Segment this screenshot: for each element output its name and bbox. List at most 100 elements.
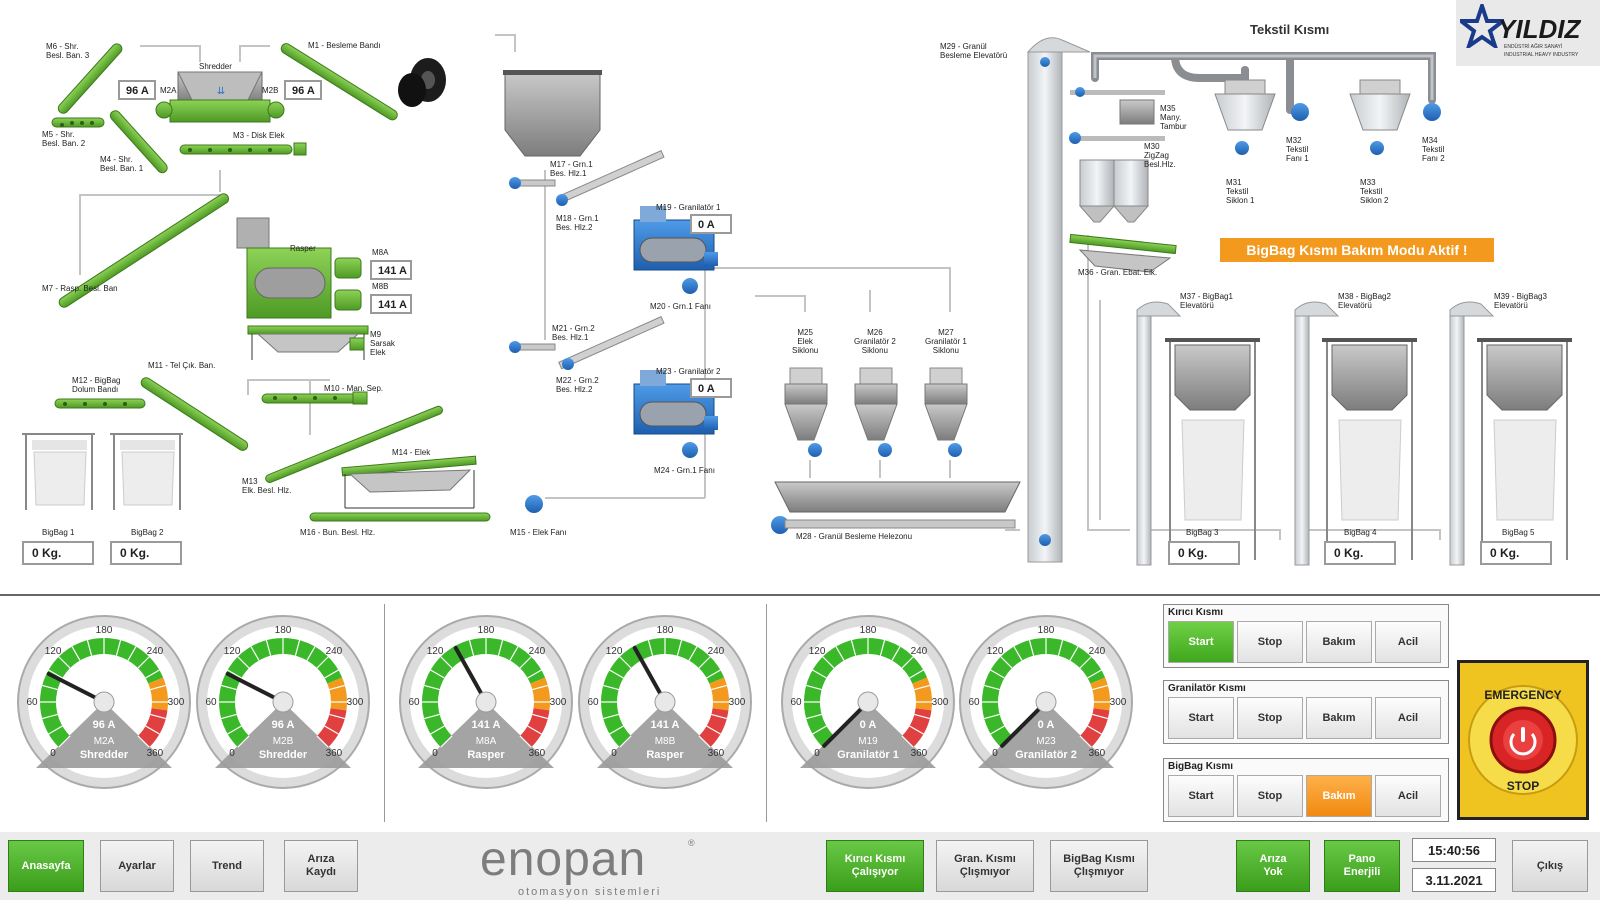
gauge-motor-id: M8A [476, 736, 497, 747]
gauge-tick-label: 60 [26, 697, 38, 708]
label-m12: M12 - BigBag Dolum Bandı [72, 376, 121, 394]
gauge-motor-id: M2B [273, 736, 294, 747]
home-button[interactable]: Anasayfa [8, 840, 84, 892]
gauge-tick-label: 180 [860, 625, 877, 636]
emergency-stop-button[interactable]: EMERGENCY STOP [1457, 660, 1589, 820]
gauge-tick-label: 0 [611, 748, 617, 759]
label-m4: M4 - Shr. Besl. Ban. 1 [100, 155, 144, 173]
gauge-tick-label: 180 [96, 625, 113, 636]
label-m22: M22 - Grn.2 Bes. Hlz.2 [556, 376, 599, 394]
bigbag5-name: BigBag 5 [1502, 528, 1535, 537]
gauge-tick-label: 120 [987, 646, 1004, 657]
granilator-stop-button[interactable]: Stop [1237, 697, 1303, 739]
svg-text:⇊: ⇊ [217, 86, 225, 97]
clock-date: 3.11.2021 [1412, 868, 1496, 892]
star-icon [1460, 4, 1504, 48]
label-m9: M9 Sarsak Elek [370, 330, 395, 357]
bigbag-bakim-button[interactable]: Bakım [1306, 775, 1372, 817]
gauge-tick-label: 120 [427, 646, 444, 657]
gauge-motor-id: M23 [1036, 736, 1056, 747]
gauge-tick-label: 300 [729, 697, 746, 708]
label-m28: M28 - Granül Besleme Helezonu [796, 532, 913, 541]
settings-button[interactable]: Ayarlar [100, 840, 174, 892]
emergency-stop-icon: EMERGENCY STOP [1468, 685, 1578, 795]
bigbag-acil-button[interactable]: Acil [1375, 775, 1441, 817]
kirici-stop-button[interactable]: Stop [1237, 621, 1303, 663]
bigbag-stop-button[interactable]: Stop [1237, 775, 1303, 817]
kirici-bakim-button[interactable]: Bakım [1306, 621, 1372, 663]
label-m39: M39 - BigBag3 Elevatörü [1494, 292, 1547, 310]
gauge-tick-label: 180 [657, 625, 674, 636]
control-group-kirici: Kırıcı Kısmı Start Stop Bakım Acil [1163, 604, 1449, 668]
label-m23: M23 - Granilatör 2 [656, 367, 721, 376]
control-group-title: BigBag Kısmı [1168, 761, 1234, 772]
gauge-tick-label: 60 [968, 697, 980, 708]
gauge-tick-label: 240 [147, 646, 164, 657]
readout-m2b: 96 A [284, 80, 322, 100]
kirici-acil-button[interactable]: Acil [1375, 621, 1441, 663]
gauge-tick-label: 360 [911, 748, 928, 759]
label-m18: M18 - Grn.1 Bes. Hlz.2 [556, 214, 599, 232]
tekstil-section-title: Tekstil Kısmı [1250, 22, 1330, 37]
bigbag-status-button[interactable]: BigBag Kısmı Çlışmıyor [1050, 840, 1148, 892]
granilator-acil-button[interactable]: Acil [1375, 697, 1441, 739]
gauge-tick-label: 120 [45, 646, 62, 657]
bigbag-start-button[interactable]: Start [1168, 775, 1234, 817]
label-m6: M6 - Shr. Besl. Ban. 3 [46, 42, 90, 60]
label-m3: M3 - Disk Elek [233, 131, 285, 140]
granilator-bakim-button[interactable]: Bakım [1306, 697, 1372, 739]
label-m2b: M2B [262, 86, 279, 95]
label-m37: M37 - BigBag1 Elevatörü [1180, 292, 1233, 310]
gauge-motor-name: Rasper [467, 749, 505, 761]
clock-time: 15:40:56 [1412, 838, 1496, 862]
control-group-title: Granilatör Kısmı [1168, 683, 1246, 694]
gran-status-button[interactable]: Gran. Kısmı Çlışmıyor [936, 840, 1034, 892]
gauge-tick-label: 300 [1110, 697, 1127, 708]
granilator-start-button[interactable]: Start [1168, 697, 1234, 739]
estop-top-text: EMERGENCY [1484, 688, 1561, 702]
alarm-log-button[interactable]: Arıza Kaydı [284, 840, 358, 892]
gauge-motor-id: M8B [655, 736, 676, 747]
readout-m8b: 141 A [370, 294, 412, 314]
gauge-tick-label: 0 [432, 748, 438, 759]
label-m35: M35 Many. Tambur [1160, 104, 1187, 131]
gauge-tick-label: 360 [529, 748, 546, 759]
exit-button[interactable]: Çıkış [1512, 840, 1588, 892]
panel-energy-button[interactable]: Pano Enerjili [1324, 840, 1400, 892]
kirici-status-button[interactable]: Kırıcı Kısmı Çalışıyor [826, 840, 924, 892]
label-m7: M7 - Rasp. Besl. Ban [42, 284, 118, 293]
gauge-value: 141 A [472, 719, 501, 731]
gauge-tick-label: 0 [229, 748, 235, 759]
panel-divider [766, 604, 767, 822]
fault-status-button[interactable]: Arıza Yok [1236, 840, 1310, 892]
label-m29: M29 - Granül Besleme Elevatörü [940, 42, 1008, 60]
maintenance-banner: BigBag Kısmı Bakım Modu Aktif ! [1220, 238, 1494, 262]
gauge-motor-id: M19 [858, 736, 878, 747]
bigbag1-name: BigBag 1 [42, 528, 75, 537]
bigbag3-weight: 0 Kg. [1168, 541, 1240, 565]
bigbag1-weight: 0 Kg. [22, 541, 94, 565]
label-m17: M17 - Grn.1 Bes. Hlz.1 [550, 160, 593, 178]
gauge-value: 96 A [93, 719, 116, 731]
label-m2a: M2A [160, 86, 177, 95]
gauge-tick-label: 300 [932, 697, 949, 708]
gauge-tick-label: 0 [992, 748, 998, 759]
label-m27: M27 Granilatör 1 Siklonu [925, 328, 967, 355]
label-m19: M19 - Granilatör 1 [656, 203, 721, 212]
control-group-bigbag: BigBag Kısmı Start Stop Bakım Acil [1163, 758, 1449, 822]
enopan-registered: ® [688, 838, 695, 848]
gauge-value: 0 A [860, 719, 877, 731]
gauge-tick-label: 360 [147, 748, 164, 759]
kirici-start-button[interactable]: Start [1168, 621, 1234, 663]
brand-name: YILDIZ [1498, 14, 1581, 44]
trend-button[interactable]: Trend [190, 840, 264, 892]
gauge-tick-label: 300 [347, 697, 364, 708]
label-m36: M36 - Gran. Ebat. Elk. [1078, 268, 1158, 277]
label-m34: M34 Tekstil Fanı 2 [1422, 136, 1445, 163]
bigbag2-name: BigBag 2 [131, 528, 164, 537]
footer-bar: Anasayfa Ayarlar Trend Arıza Kaydı enopa… [0, 832, 1600, 900]
